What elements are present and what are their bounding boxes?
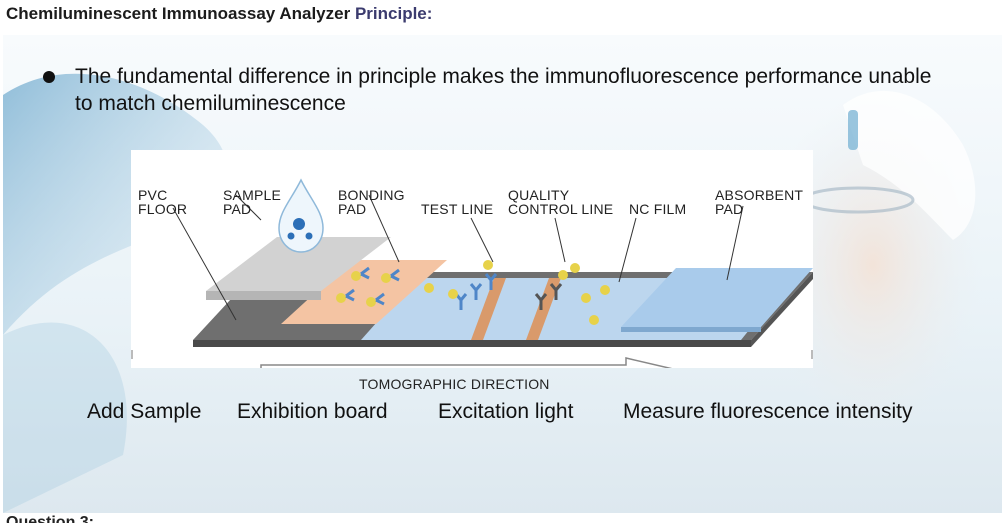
test-line-shape bbox=[471, 278, 506, 340]
wave-lower bbox=[3, 322, 127, 513]
control-line-shape bbox=[526, 278, 561, 340]
slide-panel: The fundamental difference in principle … bbox=[3, 35, 1002, 513]
caption-excitation-light: Excitation light bbox=[438, 400, 574, 423]
antibody-cluster-bonding bbox=[336, 266, 400, 307]
label-pvc-floor: PVC FLOOR bbox=[138, 187, 188, 217]
test-tube bbox=[848, 110, 858, 150]
absorbent-pad-shape bbox=[621, 268, 813, 327]
bonding-pad-shape bbox=[281, 260, 447, 324]
wave-shape bbox=[3, 73, 228, 335]
label-absorbent-pad: ABSORBENT PAD bbox=[715, 187, 804, 217]
label-bonding-pad: BONDING PAD bbox=[338, 187, 405, 217]
test-strip-svg bbox=[131, 178, 813, 368]
sample-pad-shape bbox=[206, 237, 391, 291]
antibody-cluster-control bbox=[534, 283, 563, 310]
page-title: Chemiluminescent Immunoassay Analyzer Pr… bbox=[6, 4, 432, 24]
scientist-glove bbox=[843, 90, 976, 240]
bullet-icon bbox=[43, 71, 55, 83]
label-nc-film: NC FILM bbox=[629, 201, 687, 217]
caption-add-sample: Add Sample bbox=[87, 400, 202, 423]
test-strip-diagram: PVC FLOOR SAMPLE PAD BONDING PAD TEST LI… bbox=[131, 150, 813, 391]
label-tomographic-direction: TOMOGRAPHIC DIRECTION bbox=[359, 376, 550, 392]
page-title-accent: Principle: bbox=[354, 4, 433, 23]
caption-exhibition-board: Exhibition board bbox=[237, 400, 388, 423]
bullet-text: The fundamental difference in principle … bbox=[75, 65, 932, 115]
label-sample-pad: SAMPLE PAD bbox=[223, 187, 281, 217]
label-test-line: TEST LINE bbox=[421, 201, 494, 217]
direction-arrow-shape bbox=[260, 357, 673, 368]
caption-measure-fluorescence: Measure fluorescence intensity bbox=[623, 400, 913, 423]
background-art bbox=[3, 73, 983, 513]
label-quality-control-line: QUALITY CONTROL LINE bbox=[508, 187, 614, 217]
sample-droplet-icon bbox=[278, 178, 324, 253]
footer-question: Question 3: bbox=[6, 514, 95, 523]
page-title-main: Chemiluminescent Immunoassay Analyzer bbox=[6, 4, 351, 23]
antibody-cluster-test bbox=[454, 273, 498, 310]
leader-lines bbox=[172, 194, 744, 321]
